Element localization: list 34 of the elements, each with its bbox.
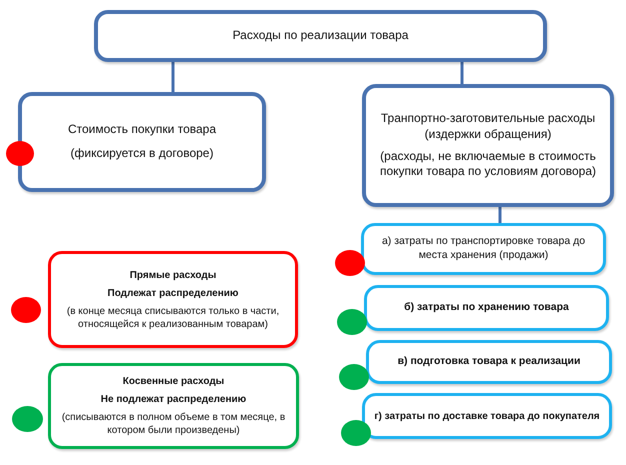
heading-text: в) подготовка товара к реализации [398, 355, 580, 369]
body-text: а) затраты по транспортировке товара до места хранения (продажи) [380, 235, 586, 263]
connector-line [172, 62, 174, 92]
body-text: (расходы, не включаемые в стоимость покупки товара по условиям договора) [378, 148, 598, 180]
text-box [366, 340, 612, 384]
marker-dot [337, 309, 367, 335]
text-box [362, 393, 612, 439]
text-box [361, 223, 606, 275]
text-box [18, 92, 266, 192]
marker-dot [12, 406, 43, 432]
body-text: (списываются в полном объеме в том месяце, в котором были произведены) [60, 411, 286, 437]
body-text: Расходы по реализации товара [232, 28, 408, 44]
heading-text: Подлежат распределению [108, 286, 238, 300]
heading-text: Не подлежат распределению [100, 393, 246, 406]
heading-text: г) затраты по доставке товара до покупателя [374, 410, 600, 422]
connector-line [460, 62, 464, 84]
text-box [94, 10, 547, 62]
marker-dot [341, 420, 371, 446]
marker-dot [6, 141, 34, 166]
connector-line [498, 207, 502, 223]
text-box [48, 251, 298, 348]
body-text: (в конце месяца списываются только в части, относящейся к реализованным товарам) [66, 304, 280, 330]
body-text: Транпортно-заготовительные расходы (издержки обращения) [380, 111, 596, 142]
heading-text: Косвенные расходы [122, 375, 224, 388]
marker-dot [339, 364, 369, 390]
body-text: Стоимость покупки товара [68, 122, 216, 138]
heading-text: Прямые расходы [130, 268, 216, 282]
text-box [48, 363, 299, 449]
text-box [364, 285, 609, 331]
heading-text: б) затраты по хранению товара [404, 301, 569, 315]
marker-dot [335, 250, 365, 276]
marker-dot [11, 297, 41, 323]
text-box [362, 84, 614, 207]
body-text: (фиксируется в договоре) [70, 146, 214, 162]
